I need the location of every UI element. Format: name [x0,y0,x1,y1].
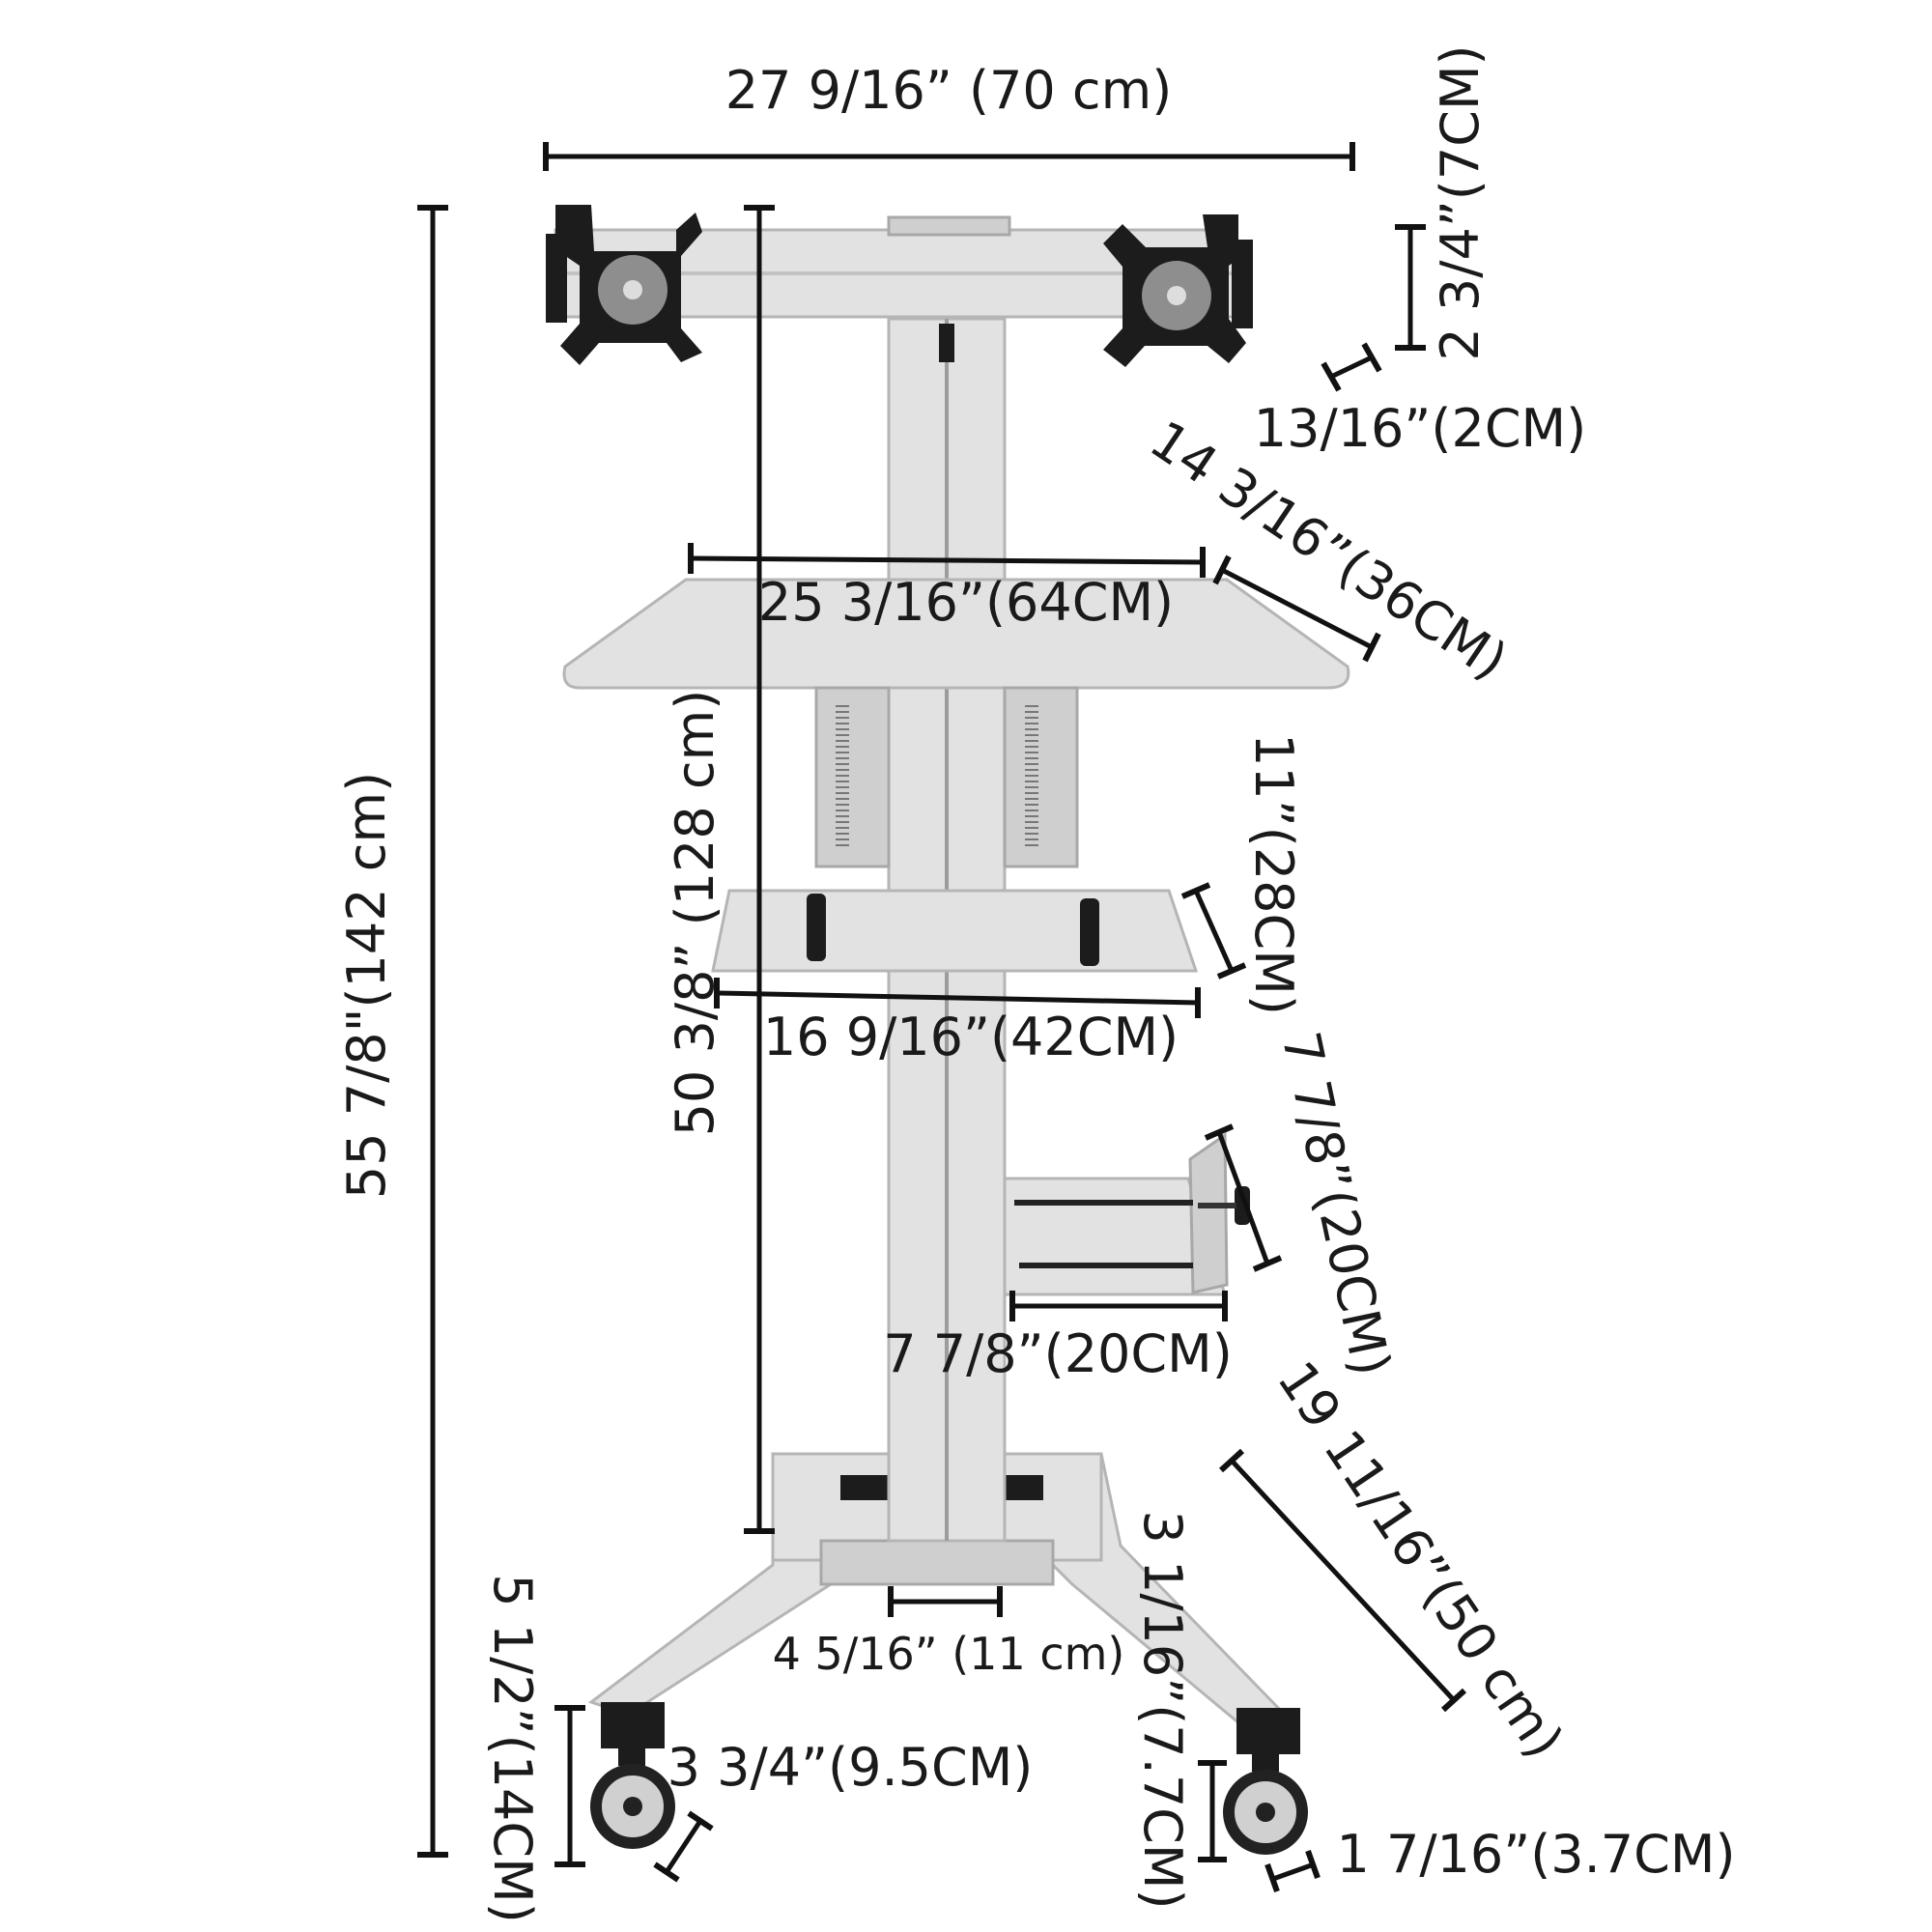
label-caster-height: 5 1/2”(14CM) [482,1574,543,1923]
label-base-center: 4 5/16” (11 cm) [773,1628,1125,1680]
label-caster-diameter: 1 7/16”(3.7CM) [1336,1824,1735,1885]
label-desk-width: 25 3/16”(64CM) [758,572,1174,633]
cart-illustration [546,205,1350,1855]
label-base-depth: 3 1/16”(7.7CM) [1132,1510,1193,1909]
caster-left [590,1747,675,1849]
dimension-lines [417,142,1467,1893]
label-keyboard-width: 16 9/16”(42CM) [763,1007,1179,1067]
cpu-holder [1003,1132,1250,1296]
vesa-plate-left [546,205,702,365]
caster-right [1223,1752,1308,1855]
label-keyboard-depth: 11”(28CM) [1243,733,1304,1015]
label-total-height: 55 7/8"(142 cm) [336,772,397,1199]
dimension-labels: 27 9/16” (70 cm) 2 3/4”(7CM) 13/16”(2CM)… [336,44,1736,1922]
label-cpu-height: 7 7/8”(20CM) [1270,1027,1403,1381]
outlet-left [840,1475,889,1500]
side-boxes [814,686,1079,868]
label-pole-height: 50 3/8” (128 cm) [665,690,725,1137]
label-cpu-width: 7 7/8”(20CM) [883,1323,1233,1384]
vesa-plate-right [1103,214,1253,367]
label-arm-height: 2 3/4”(7CM) [1430,44,1491,360]
label-top-width: 27 9/16” (70 cm) [725,60,1173,121]
label-arm-depth: 13/16”(2CM) [1254,398,1586,459]
label-caster-width: 3 3/4”(9.5CM) [668,1737,1034,1798]
keyboard-tray [711,889,1199,973]
label-base-length: 19 11/16”(50 cm) [1265,1350,1576,1769]
